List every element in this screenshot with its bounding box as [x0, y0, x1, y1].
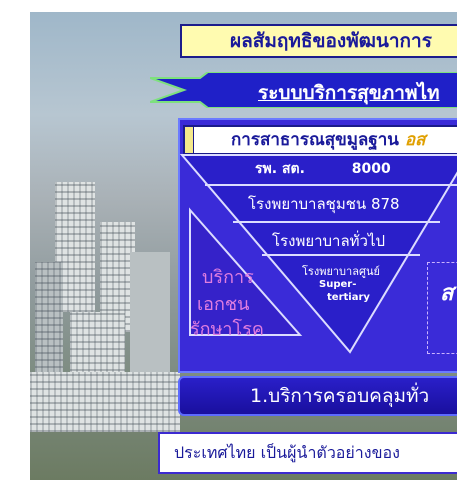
tier-count: 878: [370, 195, 400, 213]
right-callout-text: ส: [440, 281, 454, 306]
slide-title: ผลสัมฤทธิของพัฒนาการ: [180, 24, 457, 58]
building: [30, 372, 180, 432]
tier-count: 8000: [351, 161, 391, 177]
tier-center-hospital: โรงพยาบาลศูนย์: [302, 265, 380, 278]
private-service-label: บริการ: [202, 267, 254, 288]
building: [55, 182, 95, 312]
coverage-bar: 1.บริการครอบคลุมทั่ว: [178, 376, 457, 416]
tier-label: รพ. สต.: [255, 161, 305, 177]
building: [35, 262, 63, 382]
primary-health-care-accent: อส: [404, 130, 426, 150]
tier-tertiary-label: tertiary: [327, 292, 370, 303]
tier-label: โรงพยาบาลชุมชน: [248, 195, 367, 213]
tier-district-health-promoting-hospital: รพ. สต. 8000: [255, 158, 391, 180]
leader-bar: ประเทศไทย เป็นผู้นำตัวอย่างของ: [158, 432, 457, 474]
private-service-label: เอกชน: [197, 294, 250, 315]
tier-community-hospital: โรงพยาบาลชุมชน 878: [248, 192, 400, 216]
primary-health-care-label: การสาธารณสุขมูลฐาน: [231, 130, 399, 150]
inverted-triangle: [179, 154, 457, 354]
private-service-label: รักษาโรค: [190, 319, 264, 340]
tier-general-hospital: โรงพยาบาลทั่วไป: [272, 232, 386, 250]
private-service-triangle: [189, 207, 303, 336]
dashed-callout-box: [427, 262, 457, 354]
tier-super-label: Super-: [319, 279, 357, 290]
scroll-bracket-icon: [185, 127, 194, 153]
system-banner-text: ระบบบริการสุขภาพไท: [258, 82, 440, 104]
system-banner-arrow: [150, 72, 457, 108]
building: [130, 252, 170, 392]
